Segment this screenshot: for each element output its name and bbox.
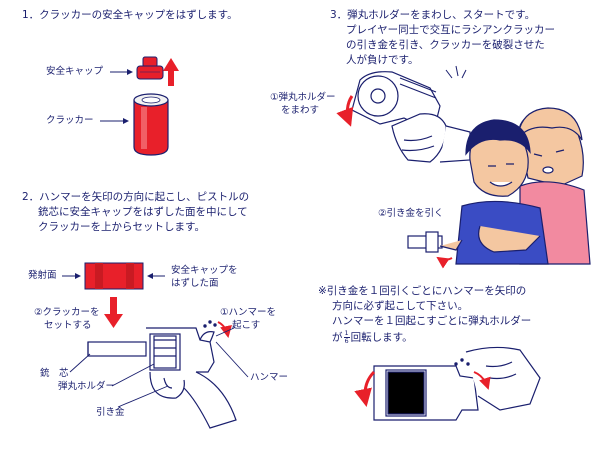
label-set-cracker-line2: セットする (44, 320, 92, 331)
cracker-illustration (133, 93, 169, 156)
label-rotate-cylinder-line2: をまわす (281, 105, 320, 116)
note-line4-prefix: が (332, 331, 343, 344)
pistol-diagram (87, 320, 237, 429)
fraction-numerator: 1 (343, 329, 350, 338)
safety-cap-illustration (136, 56, 164, 80)
label-pull-trigger: ②引き金を引く (378, 208, 444, 219)
cylinder-rotate-arrow-icon (354, 370, 376, 407)
hammer-arrow-icon (217, 321, 232, 338)
note-line1: ※引き金を１回引くごとにハンマーを矢印の (318, 285, 527, 297)
fraction-denominator: 6 (344, 337, 349, 345)
label-safety-cap: 安全キャップ (46, 66, 104, 77)
step3-heading-line1: 3．弾丸ホルダーをまわし、スタートです。 (330, 9, 536, 21)
step2-heading-line3: クラッカーを上からセットします。 (38, 221, 205, 233)
cock-hammer-arrow-icon (473, 371, 491, 390)
insert-down-arrow-icon (104, 297, 123, 328)
revolver-hand-illustration (351, 71, 471, 163)
label-cock-hammer-line2: 起こす (232, 320, 261, 331)
step2-heading-line1: 2．ハンマーを矢印の方向に起こし、ピストルの (22, 191, 250, 203)
step3-heading-line2: プレイヤー同士で交互にラシアンクラッカー (346, 24, 556, 36)
label-rotate-cylinder-line1: ①弾丸ホルダー (270, 92, 336, 103)
label-removed-face-line2: はずした面 (171, 278, 219, 289)
note-line4-suffix: 回転します。 (350, 331, 413, 344)
cylinder-rotation-illustration (373, 346, 541, 421)
couple-illustration (407, 107, 591, 265)
lift-arrow-icon (163, 58, 179, 86)
pull-arrow-icon (436, 256, 453, 269)
step3-heading-line4: 人が負けです。 (346, 54, 419, 66)
step2-heading-line2: 銃芯に安全キャップをはずした面を中にして (38, 206, 248, 218)
label-core: 銃 芯 (40, 368, 69, 379)
label-firing-face: 発射面 (28, 270, 57, 281)
label-hammer: ハンマー (250, 372, 289, 383)
label-trigger: 引き金 (96, 407, 125, 418)
label-removed-face-line1: 安全キャップを (171, 265, 238, 276)
label-cracker: クラッカー (46, 115, 94, 126)
label-cylinder: 弾丸ホルダー (58, 381, 116, 392)
step3-heading-line3: の引き金を引き、クラッカーを破裂させた (346, 39, 545, 51)
tension-marks (445, 65, 467, 79)
step1-heading: 1．クラッカーの安全キャップをはずします。 (22, 9, 238, 21)
note-line2: 方向に必ず起こして下さい。 (332, 300, 469, 312)
label-set-cracker-line1: ②クラッカーを (34, 307, 100, 318)
rotate-arrow-icon (336, 95, 354, 127)
cracker-side-view-illustration (84, 262, 144, 290)
note-line3: ハンマーを１回起こすごとに弾丸ホルダー (332, 315, 532, 327)
label-cock-hammer-line1: ①ハンマーを (220, 307, 277, 318)
